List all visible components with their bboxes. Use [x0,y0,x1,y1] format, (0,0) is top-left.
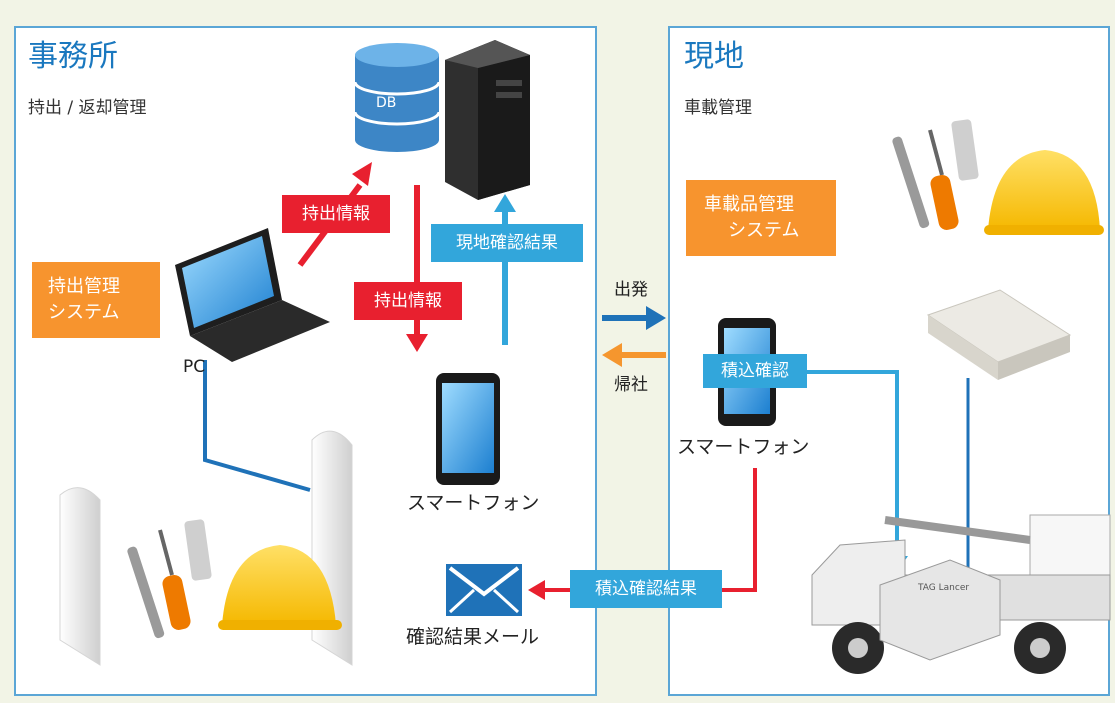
carry-out-info-tag-2: 持出情報 [354,282,462,320]
load-check-line-1 [805,370,899,560]
gate-icon-left [59,487,101,666]
office-key-icon [184,519,212,581]
carry-out-system-line1: 持出管理 [48,276,120,297]
field-check-result-tag: 現地確認結果 [431,224,583,262]
laptop-icon [175,228,330,362]
load-check-result-tag: 積込確認結果 [570,570,722,608]
office-smartphone-icon [436,373,500,485]
departure-arrow [602,306,666,330]
vehicle-system-box: 車載品管理 システム [686,180,836,256]
office-screwdriver-icon [158,529,191,630]
load-check-tag: 積込確認 [703,354,807,388]
office-wrench-icon [127,546,165,639]
field-subtitle: 車載管理 [684,98,752,118]
truck-device-text: TAG Lancer [918,583,970,593]
blue-arrow-up [494,194,516,345]
mail-icon [446,564,522,616]
mail-label: 確認結果メール [406,626,540,648]
truck-icon [811,514,1111,674]
return-label: 帰社 [614,375,648,395]
database-icon [353,43,441,152]
office-smartphone-label: スマートフォン [407,492,540,514]
rfid-reader-icon [926,289,1072,380]
red-arrow-down [406,185,428,352]
field-key-icon [951,119,979,181]
vehicle-system-line1: 車載品管理 [704,194,794,215]
carry-out-system-line2: システム [48,302,120,323]
field-wrench-icon [892,136,930,229]
pc-label: PC [183,357,206,377]
field-helmet-icon [984,150,1104,235]
vehicle-system-line2: システム [728,220,800,241]
pc-gate-line [203,360,311,492]
server-icon [445,40,530,200]
db-label: DB [376,95,397,111]
field-screwdriver-icon [928,129,959,230]
carry-out-info-tag-1: 持出情報 [282,195,390,233]
office-helmet-icon [218,545,342,630]
field-smartphone-label: スマートフォン [677,436,810,458]
carry-out-system-box: 持出管理 システム [32,262,160,338]
office-subtitle: 持出 / 返却管理 [28,98,147,118]
departure-label: 出発 [614,280,648,300]
office-title: 事務所 [28,39,118,74]
return-arrow [602,343,666,367]
field-title: 現地 [684,39,744,74]
